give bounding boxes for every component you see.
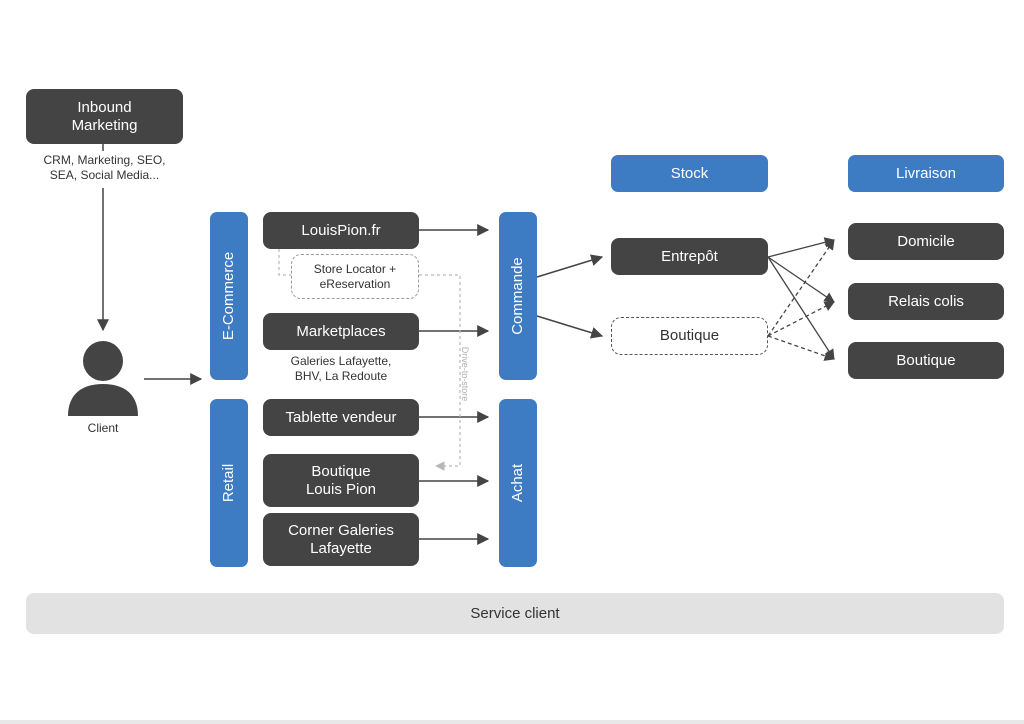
transaction-commande-label: Commande (509, 257, 527, 335)
arrow-entrepot-domicile (767, 237, 836, 258)
dash-drive-to-store (419, 274, 461, 471)
client-label: Client (87, 421, 119, 435)
touchpoint-store-locator: Store Locator + eReservation (291, 254, 419, 299)
touchpoint-louispion: LouisPion.fr (263, 212, 419, 249)
client-person-icon (68, 341, 138, 416)
transaction-achat: Achat (499, 399, 537, 567)
arrow-commande-entrepot (536, 254, 604, 278)
arrow-stockboutique-relais (767, 301, 835, 337)
inbound-channels-caption: CRM, Marketing, SEO, SEA, Social Media..… (43, 153, 166, 182)
channel-retail: Retail (210, 399, 248, 567)
inbound-marketing-box: Inbound Marketing (26, 89, 183, 144)
channel-ecommerce-label: E-Commerce (220, 251, 238, 341)
touchpoint-tablette: Tablette vendeur (263, 399, 419, 436)
livraison-relais-colis: Relais colis (848, 283, 1004, 320)
livraison-boutique: Boutique (848, 342, 1004, 379)
bottom-divider (0, 720, 1024, 724)
transaction-commande: Commande (499, 212, 537, 380)
arrow-entrepot-relais (767, 256, 835, 303)
arrow-commande-boutique (536, 315, 604, 339)
arrow-stockboutique-domicile (767, 239, 835, 337)
stock-boutique: Boutique (611, 317, 768, 355)
livraison-domicile: Domicile (848, 223, 1004, 260)
touchpoint-boutique-louis-pion: Boutique Louis Pion (263, 454, 419, 507)
arrow-entrepot-boutique (767, 256, 835, 360)
channel-retail-label: Retail (220, 463, 238, 503)
livraison-header: Livraison (848, 155, 1004, 192)
stock-header: Stock (611, 155, 768, 192)
touchpoint-marketplaces: Marketplaces (263, 313, 419, 350)
stock-entrepot: Entrepôt (611, 238, 768, 275)
arrow-stockboutique-boutique (767, 335, 835, 361)
drive-to-store-label: Drive-to-store (460, 346, 470, 402)
service-client-band: Service client (26, 593, 1004, 634)
dash-louispion-storelocator (278, 249, 291, 276)
channel-ecommerce: E-Commerce (210, 212, 248, 380)
touchpoint-corner-galeries: Corner Galeries Lafayette (263, 513, 419, 566)
transaction-achat-label: Achat (509, 463, 527, 503)
marketplaces-caption: Galeries Lafayette, BHV, La Redoute (290, 354, 392, 383)
